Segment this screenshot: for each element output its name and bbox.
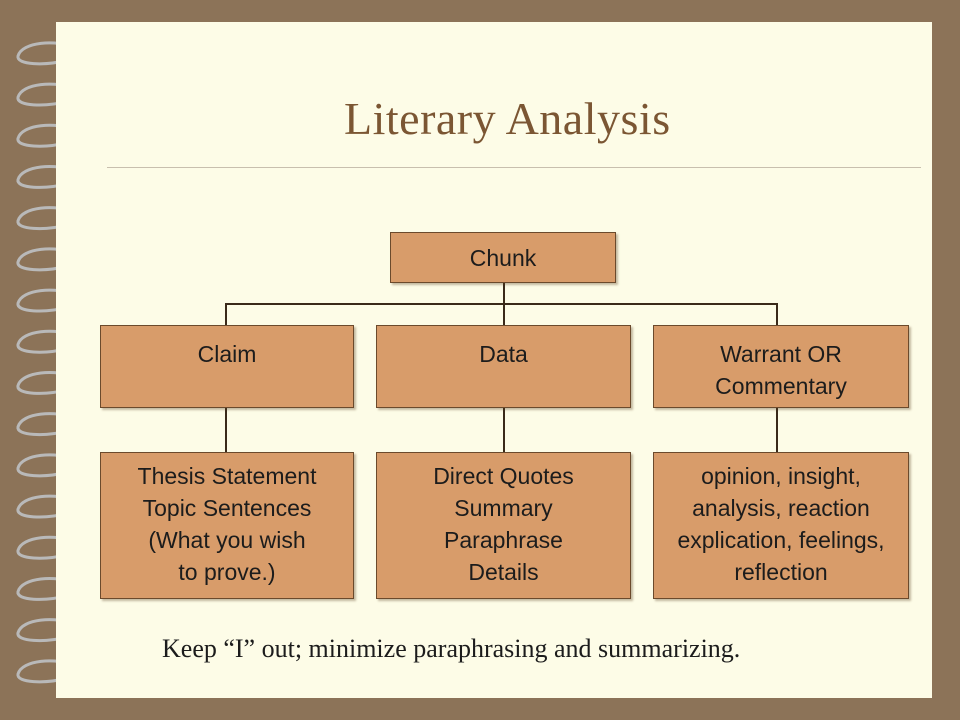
node-claim-detail: Thesis Statement Topic Sentences (What y…	[100, 452, 354, 599]
connector-data-stem	[503, 303, 505, 325]
connector-data-detail	[503, 408, 505, 452]
node-warrant: Warrant OR Commentary	[653, 325, 909, 408]
node-warrant-detail: opinion, insight, analysis, reaction exp…	[653, 452, 909, 599]
connector-claim-detail	[225, 408, 227, 452]
connector-warrant-detail	[776, 408, 778, 452]
connector-root-stem	[503, 281, 505, 304]
node-data-detail: Direct Quotes Summary Paraphrase Details	[376, 452, 631, 599]
page-title: Literary Analysis	[344, 93, 671, 144]
node-chunk: Chunk	[390, 232, 616, 283]
connector-horizontal	[225, 303, 778, 305]
connector-warrant-stem	[776, 303, 778, 325]
notebook-page: Literary Analysis Chunk Claim Data Warra…	[56, 22, 932, 698]
footer-note: Keep “I” out; minimize paraphrasing and …	[162, 634, 741, 663]
title-divider	[107, 167, 921, 168]
node-data: Data	[376, 325, 631, 408]
node-claim: Claim	[100, 325, 354, 408]
connector-claim-stem	[225, 303, 227, 325]
